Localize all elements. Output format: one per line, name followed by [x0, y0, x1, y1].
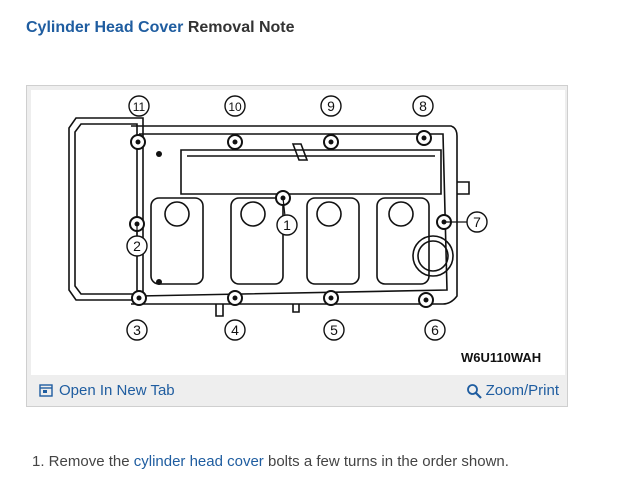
open-in-new-tab-label: Open In New Tab: [59, 382, 175, 399]
figure-toolbar: Open In New Tab Zoom/Print: [27, 375, 567, 406]
step-prefix: Remove the: [44, 453, 134, 470]
step-suffix: bolts a few turns in the order shown.: [263, 453, 509, 470]
bolt-number-5: 5: [330, 322, 338, 338]
figure-container: 1 2 3 4 5 6 7 8 9 10 11 W6U110WAH Open I…: [26, 85, 568, 407]
bolt-number-6: 6: [431, 322, 439, 338]
figure-code: W6U110WAH: [461, 350, 541, 365]
open-in-new-tab-link[interactable]: Open In New Tab: [39, 382, 175, 399]
bolt-number-11: 11: [133, 100, 146, 114]
bolt-number-10: 10: [228, 100, 242, 114]
title-link[interactable]: Cylinder Head Cover: [26, 19, 184, 36]
open-tab-icon: [39, 383, 53, 398]
bolt-number-2: 2: [133, 238, 141, 254]
magnifier-icon: [466, 383, 482, 399]
cylinder-head-diagram[interactable]: 1 2 3 4 5 6 7 8 9 10 11 W6U110WAH: [31, 90, 565, 375]
diagram-svg: 1 2 3 4 5 6 7 8 9 10 11 W6U110WAH: [68, 95, 541, 365]
page-title: Cylinder Head Cover Removal Note: [26, 19, 295, 37]
bolt-number-3: 3: [133, 322, 141, 338]
cylinder-head-cover-link[interactable]: cylinder head cover: [133, 453, 264, 470]
instruction-step: 1. Remove the cylinder head cover bolts …: [32, 453, 509, 470]
zoom-print-link[interactable]: Zoom/Print: [466, 382, 559, 399]
step-number: 1.: [32, 453, 45, 470]
bolt-number-8: 8: [419, 98, 427, 114]
bolt-number-4: 4: [231, 322, 239, 338]
bolt-number-9: 9: [327, 98, 335, 114]
bolt-number-7: 7: [473, 214, 481, 230]
bolt-number-1: 1: [283, 217, 291, 233]
zoom-print-label: Zoom/Print: [485, 382, 559, 399]
title-rest: Removal Note: [183, 19, 295, 36]
